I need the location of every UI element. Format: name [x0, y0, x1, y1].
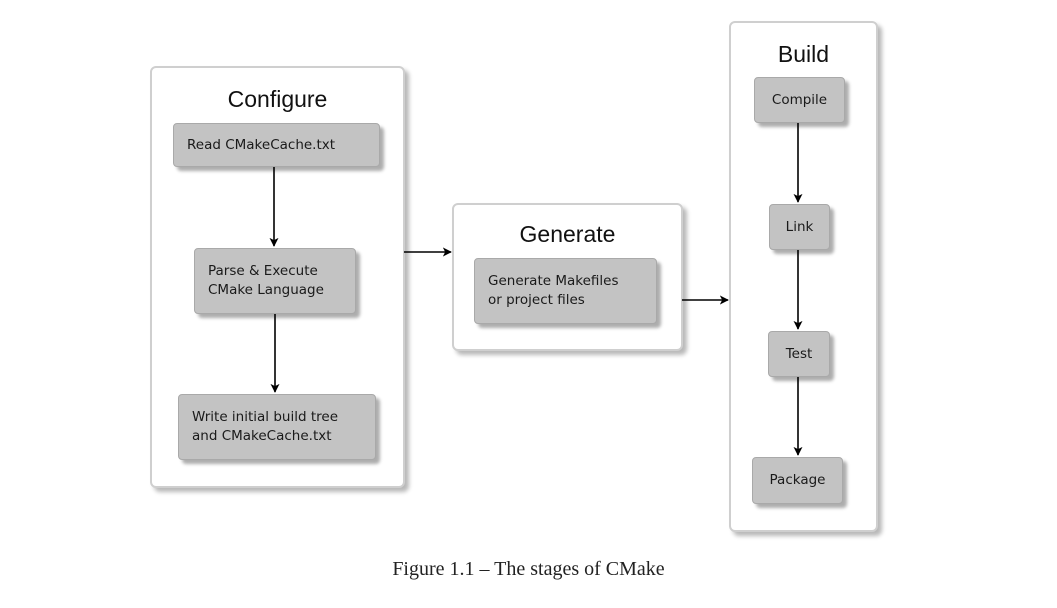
generate-makefiles-step: Generate Makefiles or project files: [474, 258, 657, 324]
cropped-text-line: [240, 0, 710, 4]
configure-title: Configure: [227, 86, 328, 112]
compile-step: Compile: [754, 77, 845, 123]
test-step: Test: [768, 331, 830, 377]
write-build-tree-step: Write initial build tree and CMakeCache.…: [178, 394, 376, 460]
link-step: Link: [769, 204, 830, 250]
build-title: Build: [777, 41, 830, 67]
parse-execute-step: Parse & Execute CMake Language: [194, 248, 356, 314]
package-step: Package: [752, 457, 843, 504]
generate-title: Generate: [519, 221, 616, 247]
read-cmakecache-step: Read CMakeCache.txt: [173, 123, 380, 167]
figure-caption: Figure 1.1 – The stages of CMake: [392, 558, 665, 580]
